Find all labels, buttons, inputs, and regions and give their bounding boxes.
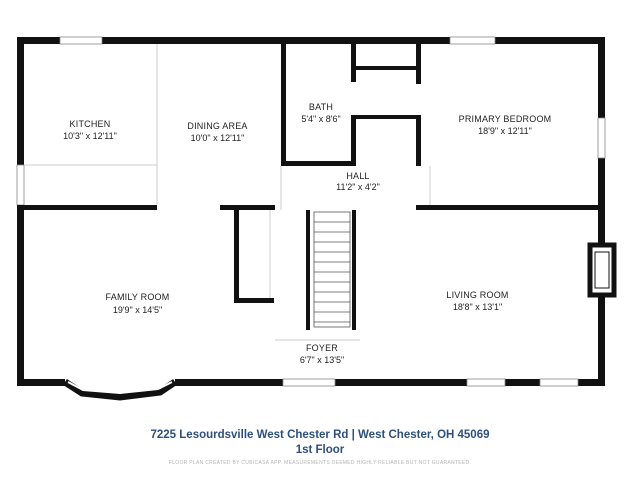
- room-name-dining: DINING AREA: [187, 121, 248, 131]
- floor-label: 1st Floor: [295, 444, 345, 456]
- room-name-kitchen: KITCHEN: [69, 119, 111, 129]
- room-name-hall: HALL: [346, 171, 370, 181]
- disclaimer-text: FLOOR PLAN CREATED BY CUBICASA APP. MEAS…: [168, 460, 472, 466]
- closet-wall-3: [416, 44, 421, 84]
- family-top-wall: [17, 205, 157, 210]
- kitchen-window: [59, 36, 103, 45]
- bottom-wall-middle: [175, 379, 283, 386]
- closet-top-wall: [220, 205, 275, 210]
- room-name-bath: BATH: [308, 102, 334, 112]
- room-dims-hall: 11'2" x 4'2": [336, 182, 380, 192]
- closet-wall-2: [351, 115, 356, 166]
- closet-shelf-1: [356, 66, 416, 70]
- bay-window: [63, 379, 177, 401]
- bedroom-window-top: [449, 36, 496, 45]
- front-door-opening: [282, 378, 336, 387]
- room-name-primary-bedroom: PRIMARY BEDROOM: [458, 114, 552, 124]
- interior-walls: [17, 44, 605, 330]
- living-window-2: [539, 378, 579, 387]
- exterior-walls: [17, 37, 605, 386]
- windows: [16, 36, 606, 387]
- room-dims-living-room: 18'8" x 13'1": [452, 302, 503, 312]
- closet-shelf-2: [356, 115, 421, 119]
- room-dims-kitchen: 10'3" x 12'11": [63, 131, 117, 141]
- partition-lines: [24, 44, 431, 341]
- bath-left-wall: [281, 44, 286, 166]
- closet-left-wall: [234, 210, 239, 303]
- right-wall: [598, 37, 605, 386]
- bath-bottom-wall: [281, 161, 356, 166]
- bedroom-window-side: [597, 117, 606, 159]
- bedroom-bottom-wall: [416, 205, 605, 210]
- left-wall: [17, 37, 24, 386]
- closet-wall-4: [416, 115, 421, 166]
- room-name-foyer: FOYER: [305, 343, 338, 353]
- stair-right-wall: [352, 210, 356, 330]
- left-window: [16, 164, 25, 206]
- staircase: [313, 211, 351, 328]
- stair-left-wall: [306, 210, 310, 330]
- room-dims-primary-bedroom: 18'9" x 12'11": [478, 126, 532, 136]
- top-wall: [17, 37, 605, 44]
- living-window-1: [466, 378, 506, 387]
- property-address: 7225 Lesourdsville West Chester Rd | Wes…: [150, 429, 490, 441]
- room-dims-bath: 5'4" x 8'6": [301, 114, 341, 124]
- room-dims-dining: 10'0" x 12'11": [190, 133, 245, 143]
- room-name-living-room: LIVING ROOM: [446, 290, 509, 300]
- fireplace: [587, 242, 617, 298]
- room-dims-foyer: 6'7" x 13'5": [299, 355, 345, 365]
- room-dims-family-room: 19'9" x 14'5": [112, 305, 163, 315]
- bottom-wall-left: [17, 379, 65, 386]
- room-name-family-room: FAMILY ROOM: [105, 292, 170, 302]
- closet-wall-1: [351, 44, 356, 82]
- closet-bottom-wall: [234, 298, 274, 303]
